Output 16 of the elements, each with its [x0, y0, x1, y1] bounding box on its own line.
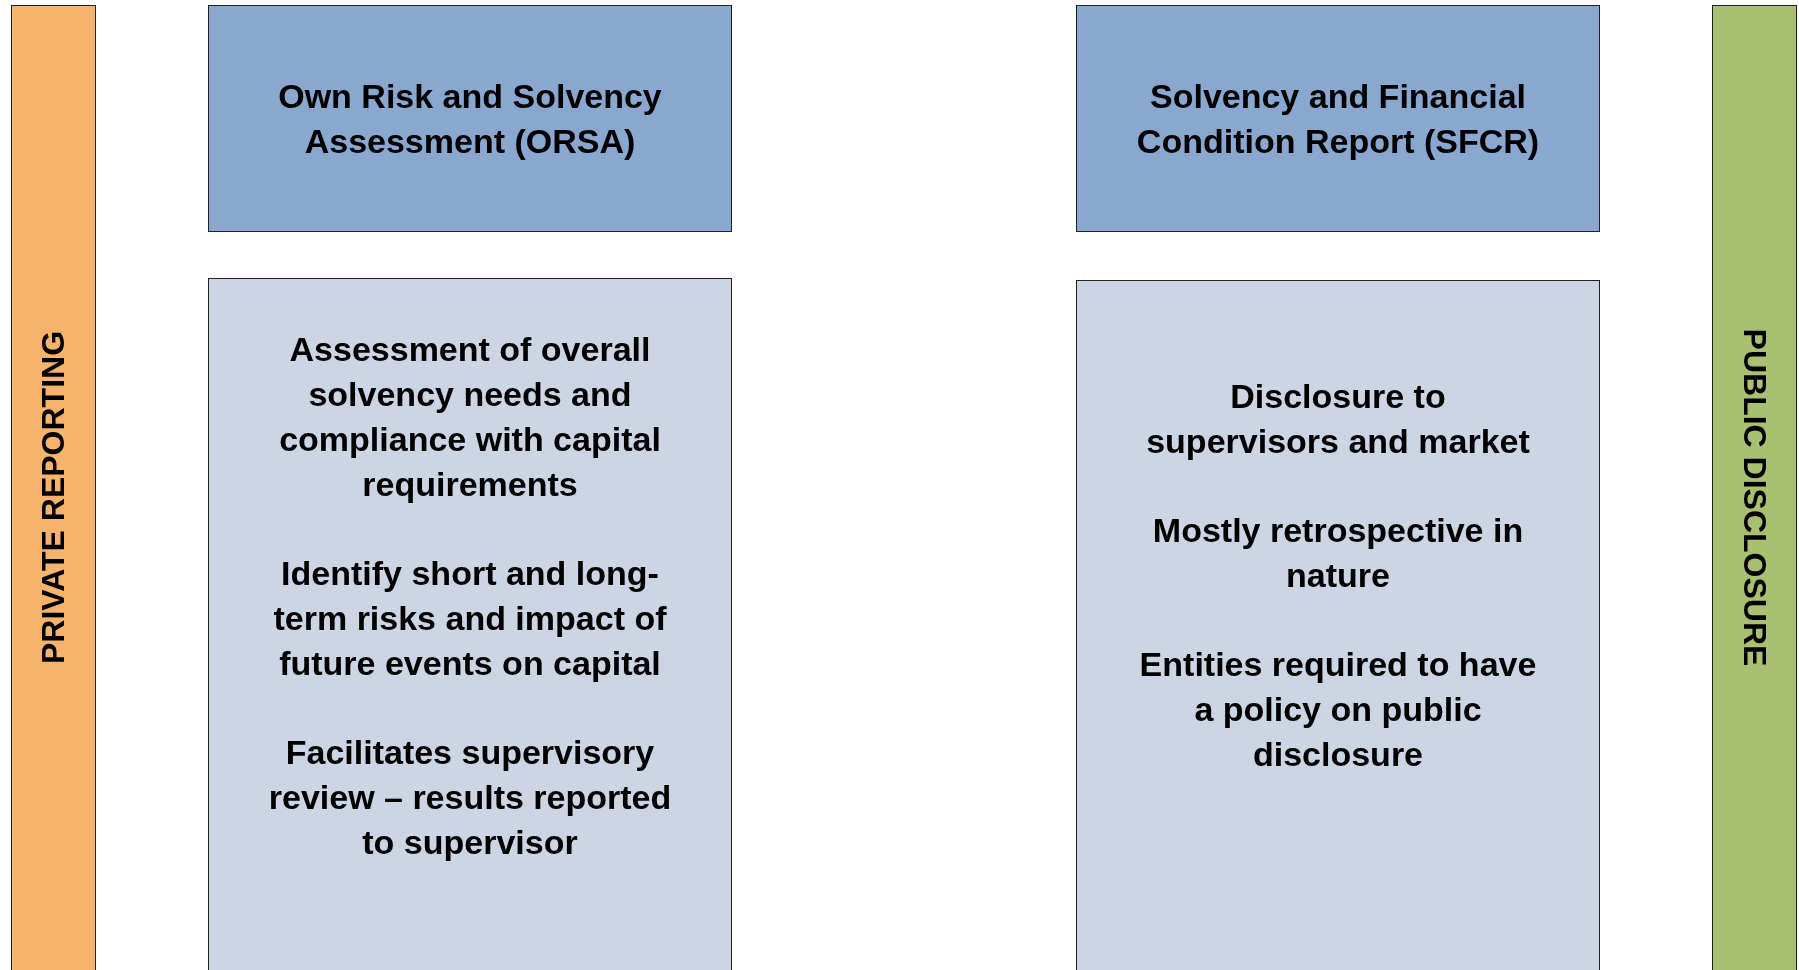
vertical-label: PRIVATE REPORTING [35, 330, 72, 665]
side-band [11, 5, 96, 970]
body-paragraph: Mostly retrospective in nature [1151, 509, 1525, 596]
body-paragraph: Facilitates supervisory review – results reported to supervisor [267, 732, 673, 863]
heading-box [208, 5, 732, 232]
body-paragraph: Assessment of overall solvency needs and compliance with capital requirements [278, 329, 662, 505]
heading-box [1076, 5, 1600, 232]
side-band [1712, 5, 1797, 970]
body-paragraph: Disclosure to supervisors and market [1145, 375, 1531, 462]
body-paragraph: Identify short and long-term risks and impact of future events on capital [272, 553, 668, 684]
heading-text: Own Risk and Solvency Assessment (ORSA) [277, 75, 663, 162]
heading-text: Solvency and Financial Condition Report (SFCR) [1135, 75, 1541, 162]
content-box [1076, 280, 1600, 970]
content-box [208, 278, 732, 970]
body-paragraph: Entities required to have a policy on public disclosure [1139, 643, 1537, 775]
vertical-label: PUBLIC DISCLOSURE [1736, 328, 1773, 667]
